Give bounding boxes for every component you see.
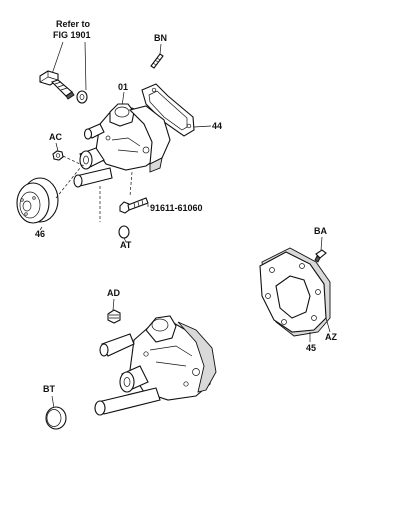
plug-bolt-icon <box>39 70 75 100</box>
washer-icon <box>76 90 88 104</box>
stud-bn-icon <box>150 43 164 69</box>
water-pump-lower-icon <box>94 315 217 416</box>
label-ad: AD <box>107 288 120 298</box>
gasket-plate-45-icon <box>259 247 331 342</box>
label-46: 46 <box>35 229 45 239</box>
assembly-leaders <box>55 155 133 222</box>
label-bn: BN <box>154 33 167 43</box>
refer-leader <box>51 41 87 91</box>
label-refer-to: Refer to <box>56 19 91 29</box>
cap-bt-icon <box>45 395 67 430</box>
label-fig-1901: FIG 1901 <box>53 30 91 40</box>
pulley-46-icon <box>16 177 59 231</box>
o-ring-at-icon <box>118 225 130 243</box>
nut-ac-icon <box>52 142 64 161</box>
label-45: 45 <box>306 343 316 353</box>
label-bt: BT <box>43 384 55 394</box>
label-az: AZ <box>325 332 337 342</box>
label-ac: AC <box>49 132 62 142</box>
label-part-number: 91611-61060 <box>150 203 203 213</box>
label-at: AT <box>120 240 132 250</box>
label-01: 01 <box>118 82 128 92</box>
bolt-91611-icon <box>119 197 149 214</box>
water-pump-upper-icon <box>73 91 171 188</box>
stud-ba-icon <box>314 236 327 263</box>
label-44: 44 <box>212 121 222 131</box>
label-ba: BA <box>314 226 327 236</box>
plug-ad-icon <box>107 298 121 324</box>
